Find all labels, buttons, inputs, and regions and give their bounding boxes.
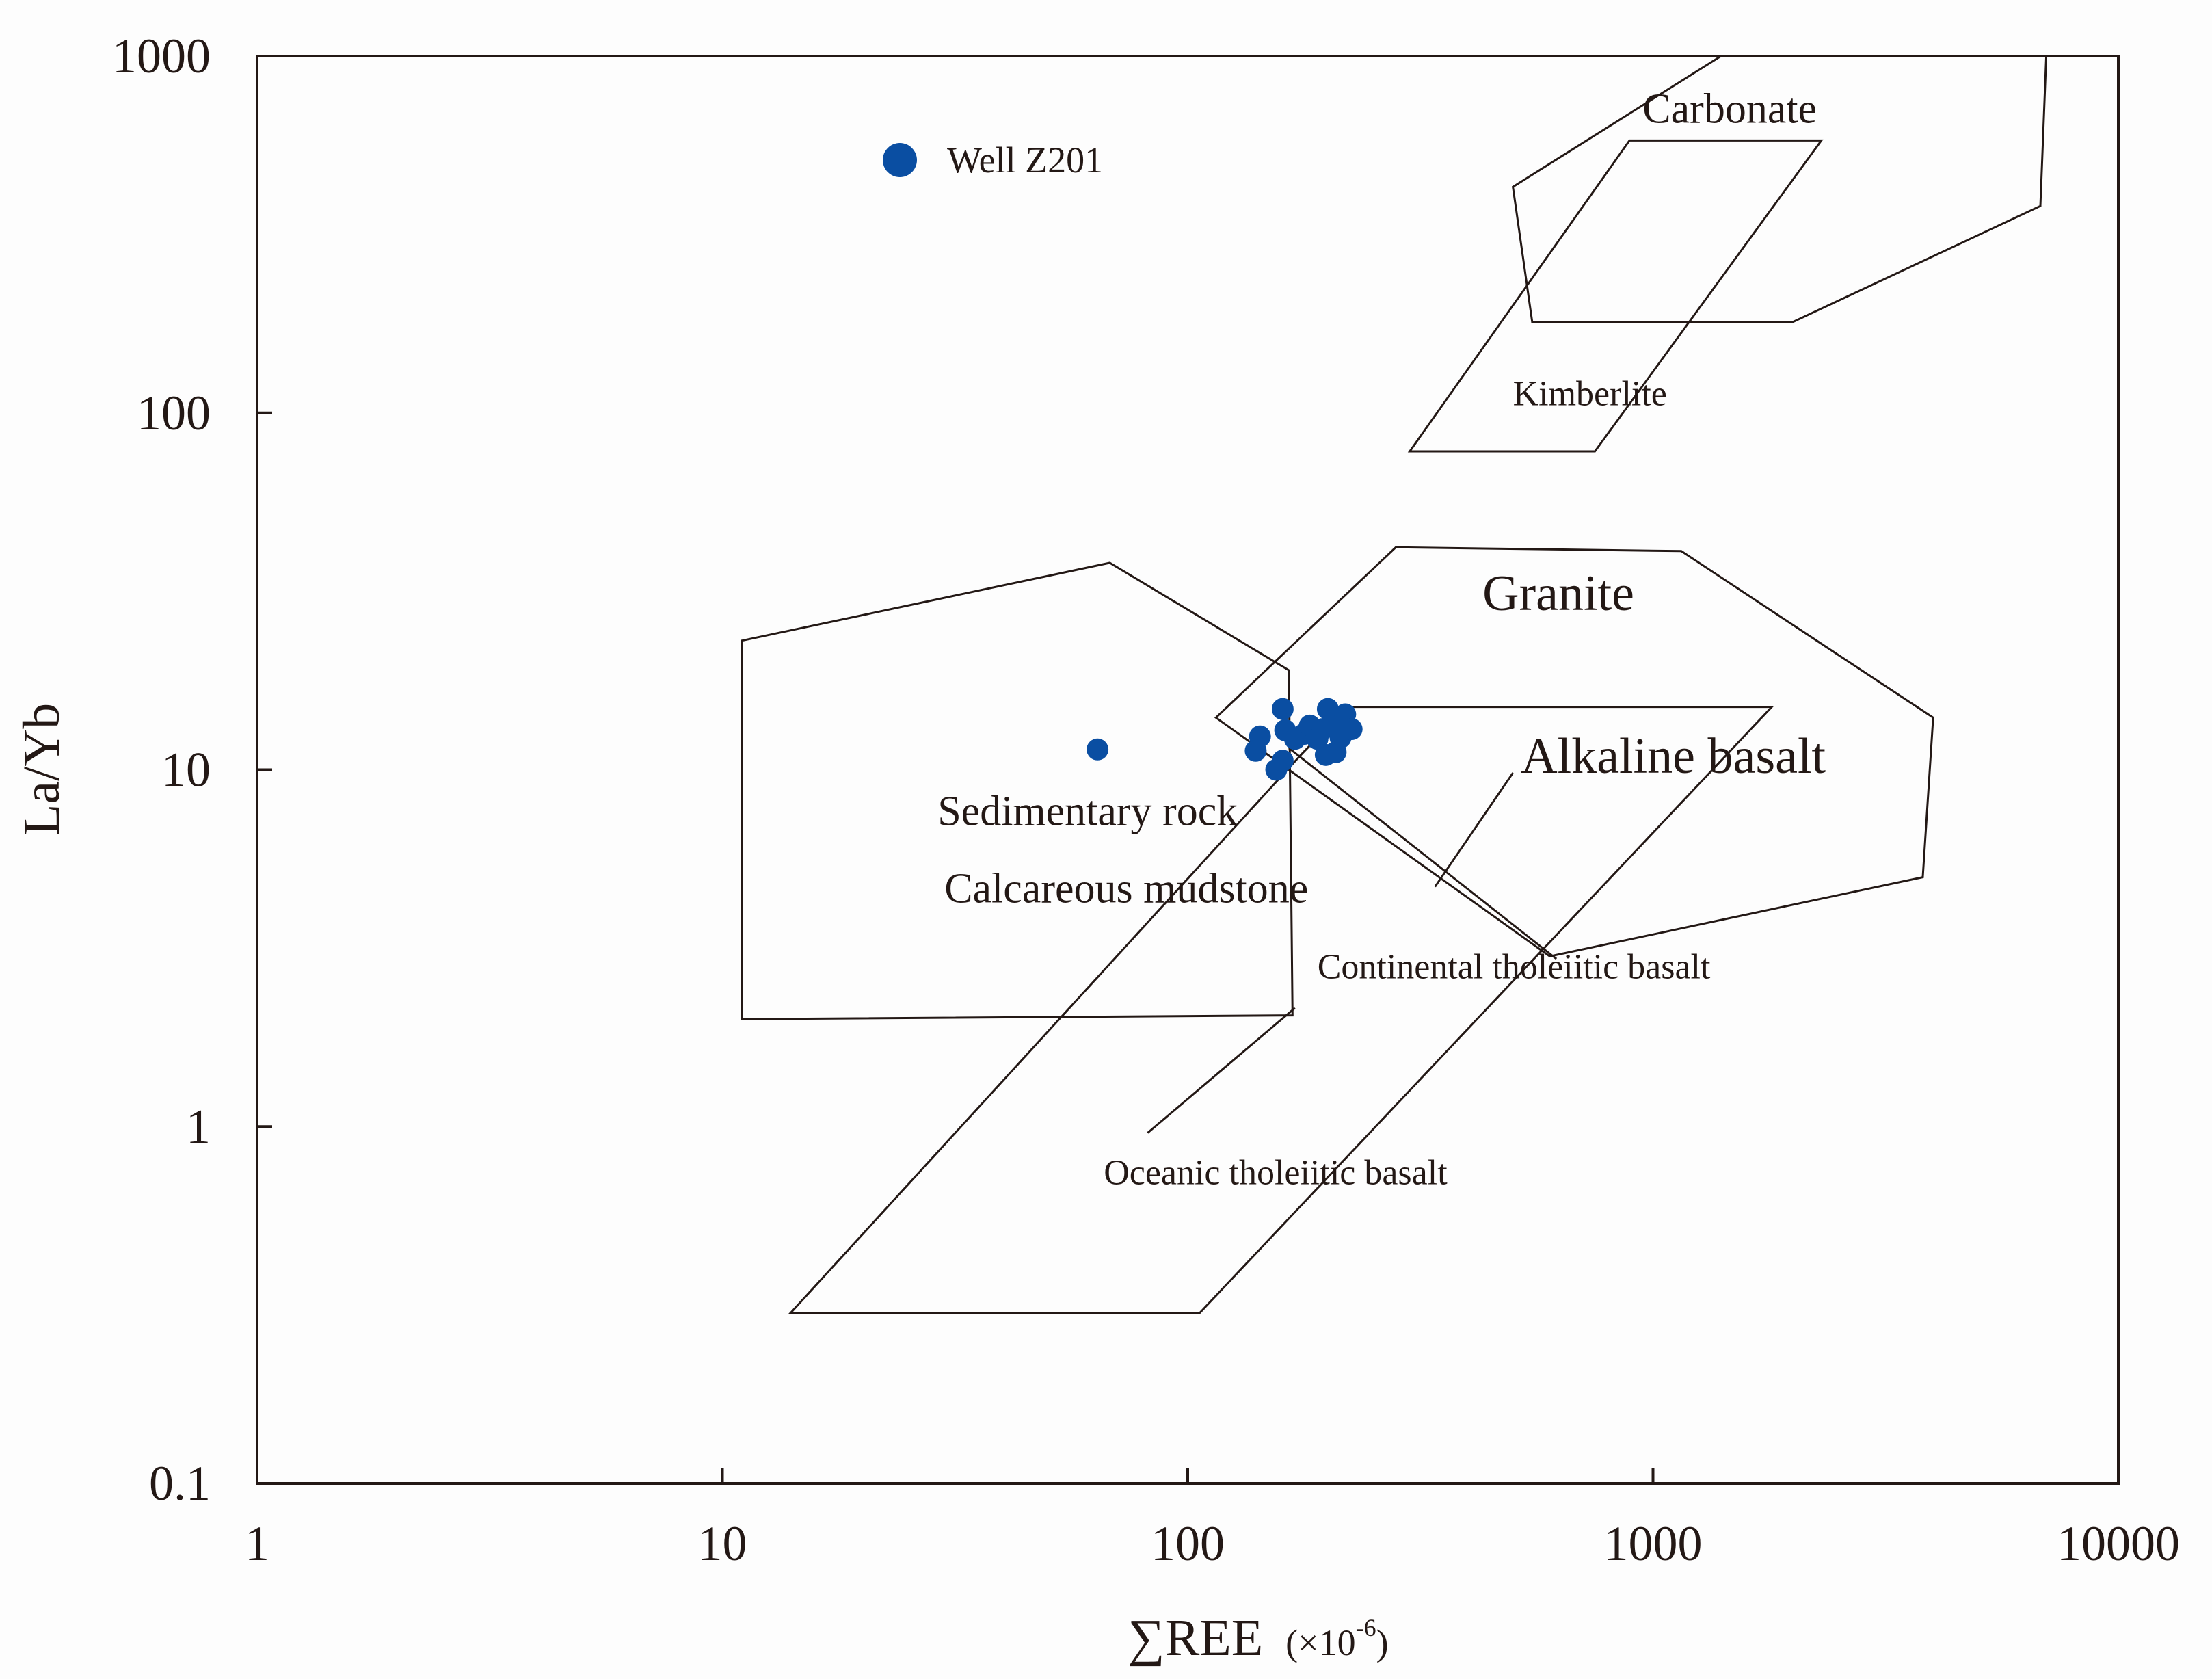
region-outline-sedimentary-rock: [741, 561, 1294, 1020]
x-tick-label: 10000: [2057, 1516, 2180, 1571]
leader-line-2: [1147, 1007, 1296, 1134]
x-tick-label: 100: [1151, 1516, 1225, 1571]
legend-label: Well Z201: [947, 140, 1103, 181]
legend: Well Z201: [883, 140, 1103, 181]
legend-marker: [883, 143, 917, 177]
region-label-alkaline-basalt: Alkaline basalt: [1521, 728, 1826, 784]
x-axis-unit: (×10: [1285, 1622, 1355, 1663]
region-outline-granite: [1214, 546, 1934, 957]
x-tick-label: 1: [245, 1516, 269, 1571]
data-point: [1271, 750, 1294, 772]
region-label-sedimentary-rock: Sedimentary rock: [937, 788, 1238, 834]
y-tick-label: 1: [186, 1099, 211, 1154]
data-points: [1087, 698, 1363, 781]
region-outline-kimberlite: [1407, 139, 1824, 453]
leader-lines: [1147, 772, 1514, 1134]
x-tick-label: 1000: [1604, 1516, 1703, 1571]
x-axis-ticks: 1 10 100 1000 10000: [245, 1468, 2180, 1571]
region-label-kimberlite: Kimberlite: [1513, 375, 1667, 414]
region-label-continental-tholeiitic-basalt: Continental tholeiitic basalt: [1318, 948, 1711, 987]
y-tick-label: 1000: [112, 29, 211, 83]
x-axis-label: ∑REE: [1128, 1609, 1263, 1667]
region-label-calcareous-mudstone: Calcareous mudstone: [944, 865, 1308, 912]
region-outline-continental-tholeiitic-basalt: [1288, 747, 1558, 960]
data-point: [1244, 739, 1267, 762]
data-point: [1271, 698, 1294, 720]
y-tick-label: 0.1: [149, 1456, 211, 1511]
y-axis-ticks: 0.1 1 10 100 1000: [112, 29, 272, 1511]
y-tick-label: 100: [137, 386, 211, 440]
x-axis-title: ∑REE (×10-6): [1128, 1609, 1388, 1667]
region-label-carbonate: Carbonate: [1642, 86, 1817, 133]
y-tick-label: 10: [161, 743, 211, 797]
leader-line-1: [1434, 772, 1514, 888]
region-label-oceanic-tholeiitic-basalt: Oceanic tholeiitic basalt: [1104, 1153, 1448, 1192]
y-axis-title: La/Yb: [13, 703, 70, 836]
region-outline-alkaline-basalt: [788, 706, 1774, 1314]
region-outlines: [741, 55, 2048, 1314]
data-point: [1340, 718, 1363, 741]
x-axis-unit-exponent: -6: [1356, 1614, 1376, 1641]
data-point: [1316, 698, 1339, 720]
data-point: [1087, 738, 1109, 761]
x-tick-label: 10: [698, 1516, 747, 1571]
x-axis-unit-close: ): [1376, 1622, 1389, 1663]
region-label-granite: Granite: [1482, 566, 1634, 622]
